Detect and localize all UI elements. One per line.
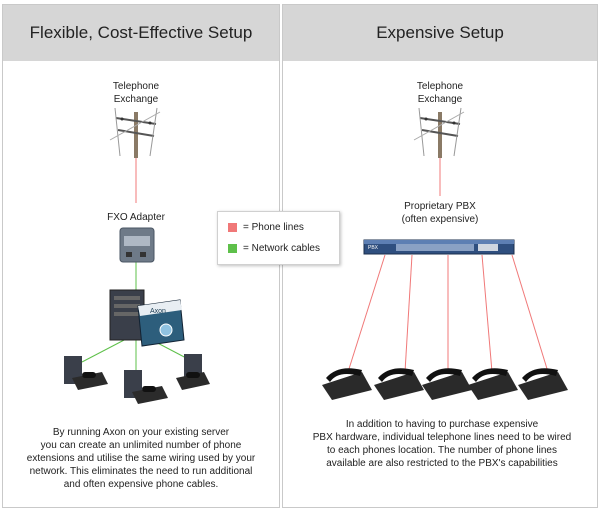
right-phone-line-4	[481, 254, 493, 373]
legend-label-phone-lines: = Phone lines	[243, 222, 304, 233]
right-phone-line-2	[404, 254, 413, 373]
legend-item-network-cables: = Network cables	[228, 243, 320, 254]
left-description-line: network. This eliminates the need to run…	[29, 466, 253, 477]
desk-phone-1-icon	[322, 368, 372, 400]
desk-phone-2-icon	[374, 368, 424, 400]
left-description-line: By running Axon on your existing server	[52, 427, 230, 438]
left-description-line: and often expensive phone cables.	[63, 479, 219, 490]
network-cable-swatch-icon	[228, 244, 237, 253]
axon-software-box-icon: Axon	[137, 299, 185, 347]
right-telephone-pole-icon	[413, 107, 465, 158]
phone-line-swatch-icon	[228, 223, 237, 232]
left-description-line: extensions and utilise the same wiring u…	[26, 453, 256, 464]
pbx-label: Proprietary PBX (often expensive)	[380, 200, 500, 226]
right-description-line: available are also restricted to the PBX…	[326, 458, 558, 469]
right-panel: Expensive Setup	[282, 4, 598, 508]
server-tower-icon	[109, 289, 145, 341]
svg-text:PBX: PBX	[368, 245, 379, 251]
svg-text:Axon: Axon	[150, 308, 166, 315]
right-description-line: In addition to having to purchase expens…	[345, 419, 539, 430]
workstation-2-icon	[124, 370, 168, 404]
right-exchange-label-line1: Telephone	[416, 81, 464, 92]
legend: = Phone lines = Network cables	[217, 211, 340, 265]
legend-label-network-cables: = Network cables	[243, 243, 320, 254]
right-description-line: PBX hardware, individual telephone lines…	[312, 432, 572, 443]
left-description-line: you can create an unlimited number of ph…	[40, 440, 242, 451]
right-description: In addition to having to purchase expens…	[290, 418, 594, 470]
workstation-3-icon	[176, 354, 210, 390]
left-panel-title: Flexible, Cost-Effective Setup	[3, 5, 279, 61]
left-exchange-label-line2: Exchange	[113, 94, 159, 105]
left-telephone-pole-icon	[109, 107, 161, 158]
left-description: By running Axon on your existing server …	[10, 426, 272, 491]
left-exchange-label-line1: Telephone	[112, 81, 160, 92]
workstation-1-icon	[64, 356, 108, 390]
right-panel-title: Expensive Setup	[283, 5, 597, 61]
right-exchange-label-line2: Exchange	[417, 94, 463, 105]
left-exchange-label: Telephone Exchange	[86, 80, 186, 106]
pbx-label-line2: (often expensive)	[401, 214, 479, 225]
right-phone-line-1	[347, 254, 386, 373]
left-network-cable-1	[81, 337, 129, 363]
fxo-adapter-label: FXO Adapter	[107, 212, 165, 223]
desk-phone-5-icon	[518, 368, 568, 400]
pbx-device-icon: PBX	[363, 239, 515, 255]
pbx-label-line1: Proprietary PBX	[404, 201, 476, 212]
right-exchange-label: Telephone Exchange	[390, 80, 490, 106]
fxo-adapter-icon	[119, 227, 155, 263]
desk-phone-4-icon	[468, 368, 518, 400]
right-description-line: to each phones location. The number of p…	[327, 445, 557, 456]
legend-item-phone-lines: = Phone lines	[228, 222, 304, 233]
desk-phone-3-icon	[422, 368, 472, 400]
right-phone-line-5	[511, 254, 549, 373]
